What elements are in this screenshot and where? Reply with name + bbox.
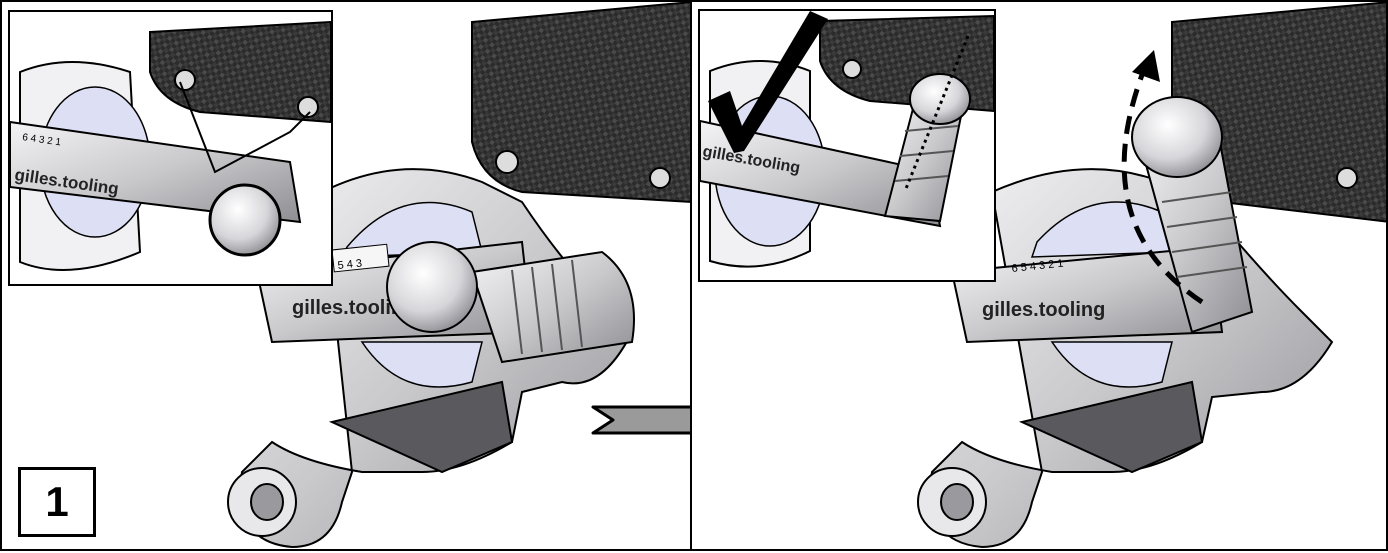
detail-illustration: 6 4 3 2 1 gilles.tooling (10, 20, 331, 271)
bolt (649, 167, 671, 189)
bolt (1336, 167, 1358, 189)
scale-numbers: 5 4 3 (337, 257, 363, 271)
shift-peg (883, 73, 971, 223)
brand-label: gilles.tooling (982, 299, 1105, 321)
scale-numbers: 6 4 3 2 1 (22, 132, 63, 148)
peg-knob (208, 183, 282, 257)
brand-label: gilles.tooling (292, 297, 415, 319)
panel-before: 5 4 3 gilles.tooling 6 4 3 2 1 gilles.to… (0, 0, 692, 551)
carbon-plate (149, 20, 331, 124)
shift-peg (1131, 96, 1254, 334)
detail-illustration: gilles.tooling (700, 11, 994, 268)
peg-knob (909, 73, 971, 125)
step-number: 1 (18, 467, 96, 537)
tool-arm (950, 245, 1224, 344)
detail-inset-before: 6 4 3 2 1 gilles.tooling (8, 10, 333, 286)
carbon-plate (471, 2, 690, 203)
shift-peg (386, 241, 635, 364)
peg-knob (386, 241, 478, 333)
illustration-after: 6 5 4 3 2 1 gilles.tooling (917, 2, 1386, 549)
detail-inset-after: gilles.tooling (698, 9, 996, 282)
curved-dashed-arrow-icon (1121, 50, 1204, 305)
panel-after: 6 5 4 3 2 1 gilles.tooling gilles.toolin… (690, 0, 1388, 551)
bolt (495, 150, 519, 174)
checkmark-icon (708, 11, 828, 153)
scale-numbers: 6 5 4 3 2 1 (1011, 258, 1064, 275)
tool-arm (700, 119, 942, 228)
peg-knob (1131, 96, 1223, 178)
dial-scale (340, 201, 483, 258)
